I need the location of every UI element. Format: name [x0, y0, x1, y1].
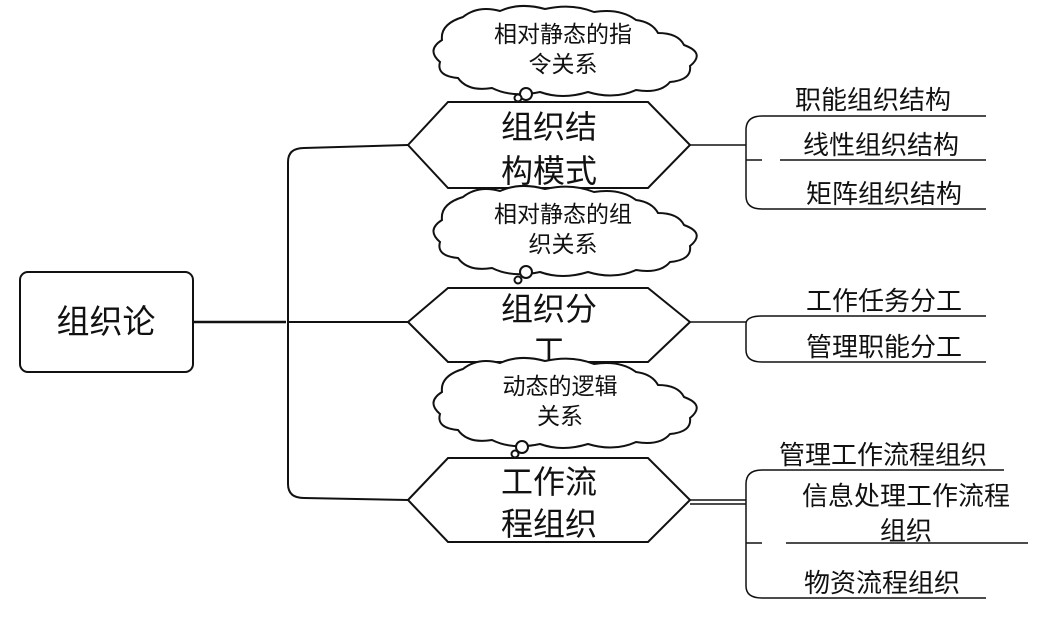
leaf-bracket: [745, 315, 763, 363]
thought-cloud: [432, 185, 698, 277]
leaf-label: 信息处理工作流程: [802, 482, 1010, 512]
cloud-bubble: [510, 449, 520, 459]
cloud-text-line: 动态的逻辑: [503, 374, 618, 400]
leaf-label: 职能组织结构: [795, 86, 951, 116]
cloud-text-line: 令关系: [529, 52, 598, 78]
branch-link-1: [303, 144, 409, 149]
leaf-label: 线性组织结构: [803, 131, 959, 161]
thought-cloud: [432, 357, 698, 449]
branch-label-line: 构模式: [501, 152, 597, 190]
branch-link-3: [303, 497, 409, 501]
cloud-bubble: [513, 275, 523, 285]
root-label: 组织论: [57, 302, 156, 341]
root-node[interactable]: [19, 271, 194, 373]
cloud-bubble: [519, 265, 533, 279]
cloud-text-line: 织关系: [529, 232, 598, 258]
leaf-label: 管理工作流程组织: [779, 441, 987, 471]
branch-workflow-organization: 工作流 程组织 动态的逻辑 关系 管理工作流程组织 信息处理工作流程 组织 物资…: [406, 357, 1028, 599]
branch-division-of-labor: 组织分 工 相对静态的组 织关系 工作任务分工 管理职能分工: [406, 185, 986, 370]
thought-cloud: [432, 5, 698, 97]
branch-label-line: 工作流: [501, 463, 597, 501]
leaf-label: 矩阵组织结构: [806, 180, 962, 210]
leaf-bracket: [745, 469, 763, 599]
branch-label-line: 程组织: [501, 505, 597, 543]
leaf-label: 管理职能分工: [806, 333, 962, 363]
leaf-label: 工作任务分工: [806, 287, 962, 317]
branch-structure-mode: 组织结 构模式 相对静态的指 令关系 职能组织结构 线性组织结构 矩阵组织结构: [406, 5, 986, 210]
branch-label-line: 组织结: [501, 108, 597, 146]
cloud-text-line: 关系: [537, 404, 583, 430]
leaf-label: 物资流程组织: [804, 569, 960, 599]
cloud-text-line: 相对静态的指: [494, 22, 632, 48]
leaf-bracket: [745, 115, 763, 210]
leaf-label: 组织: [880, 517, 932, 547]
branch-label-line: 组织分: [501, 290, 597, 328]
cloud-bubble: [515, 440, 529, 454]
cloud-text-line: 相对静态的组: [494, 202, 632, 228]
cloud-bubble: [513, 93, 523, 103]
